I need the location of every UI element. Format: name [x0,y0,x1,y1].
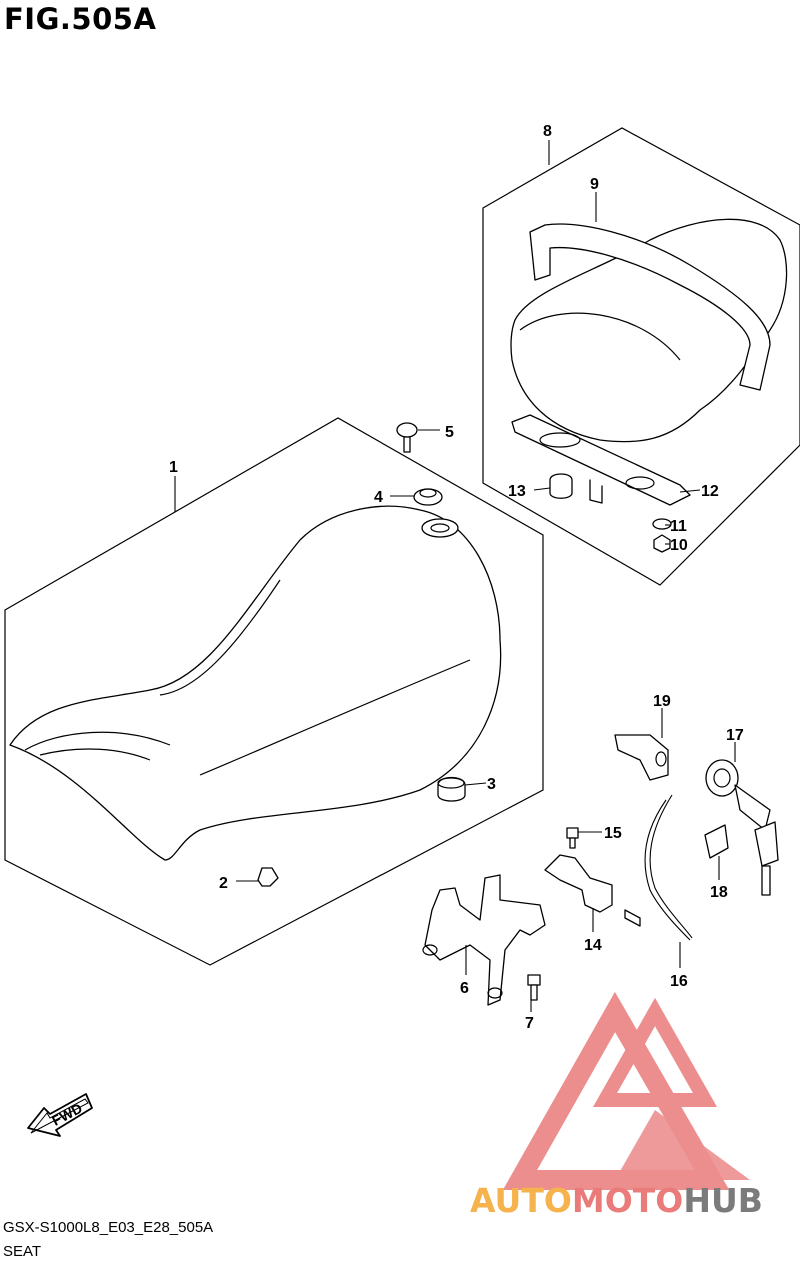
callout-4: 4 [374,489,383,506]
callout-5: 5 [445,424,454,441]
callout-1: 1 [169,459,178,476]
watermark-text-moto: MOTO [572,1181,683,1220]
callout-3: 3 [487,776,496,793]
callout-9: 9 [590,176,599,193]
callout-16: 16 [670,973,688,990]
hinge-lock-group [422,734,779,1006]
watermark-logo [502,991,750,1190]
callout-6: 6 [460,980,469,997]
callout-11: 11 [670,518,687,535]
seat-assembly-group [4,417,544,966]
callout-7: 7 [525,1015,534,1032]
leader-lines [174,140,736,1012]
callout-8: 8 [543,123,552,140]
callout-14: 14 [584,937,602,954]
callout-2: 2 [219,875,228,892]
callout-19: 19 [653,693,671,710]
callout-labels: 1 2 3 4 5 6 7 8 9 10 11 12 13 14 15 16 1… [169,123,744,1032]
callout-10: 10 [670,537,688,554]
rear-seat-group [482,127,800,586]
figure-name: SEAT [3,1243,42,1260]
watermark-text: AUTOMOTOHUB [470,1181,763,1220]
figure-title: FIG.505A [4,2,157,36]
callout-18: 18 [710,884,728,901]
callout-13: 13 [508,483,526,500]
forward-arrow-icon: FWD [27,1093,93,1137]
callout-15: 15 [604,825,622,842]
callout-17: 17 [726,727,744,744]
figure-code: GSX-S1000L8_E03_E28_505A [3,1219,214,1236]
callout-12: 12 [701,483,719,500]
watermark-text-hub: HUB [683,1181,763,1220]
watermark-text-auto: AUTO [470,1181,572,1220]
